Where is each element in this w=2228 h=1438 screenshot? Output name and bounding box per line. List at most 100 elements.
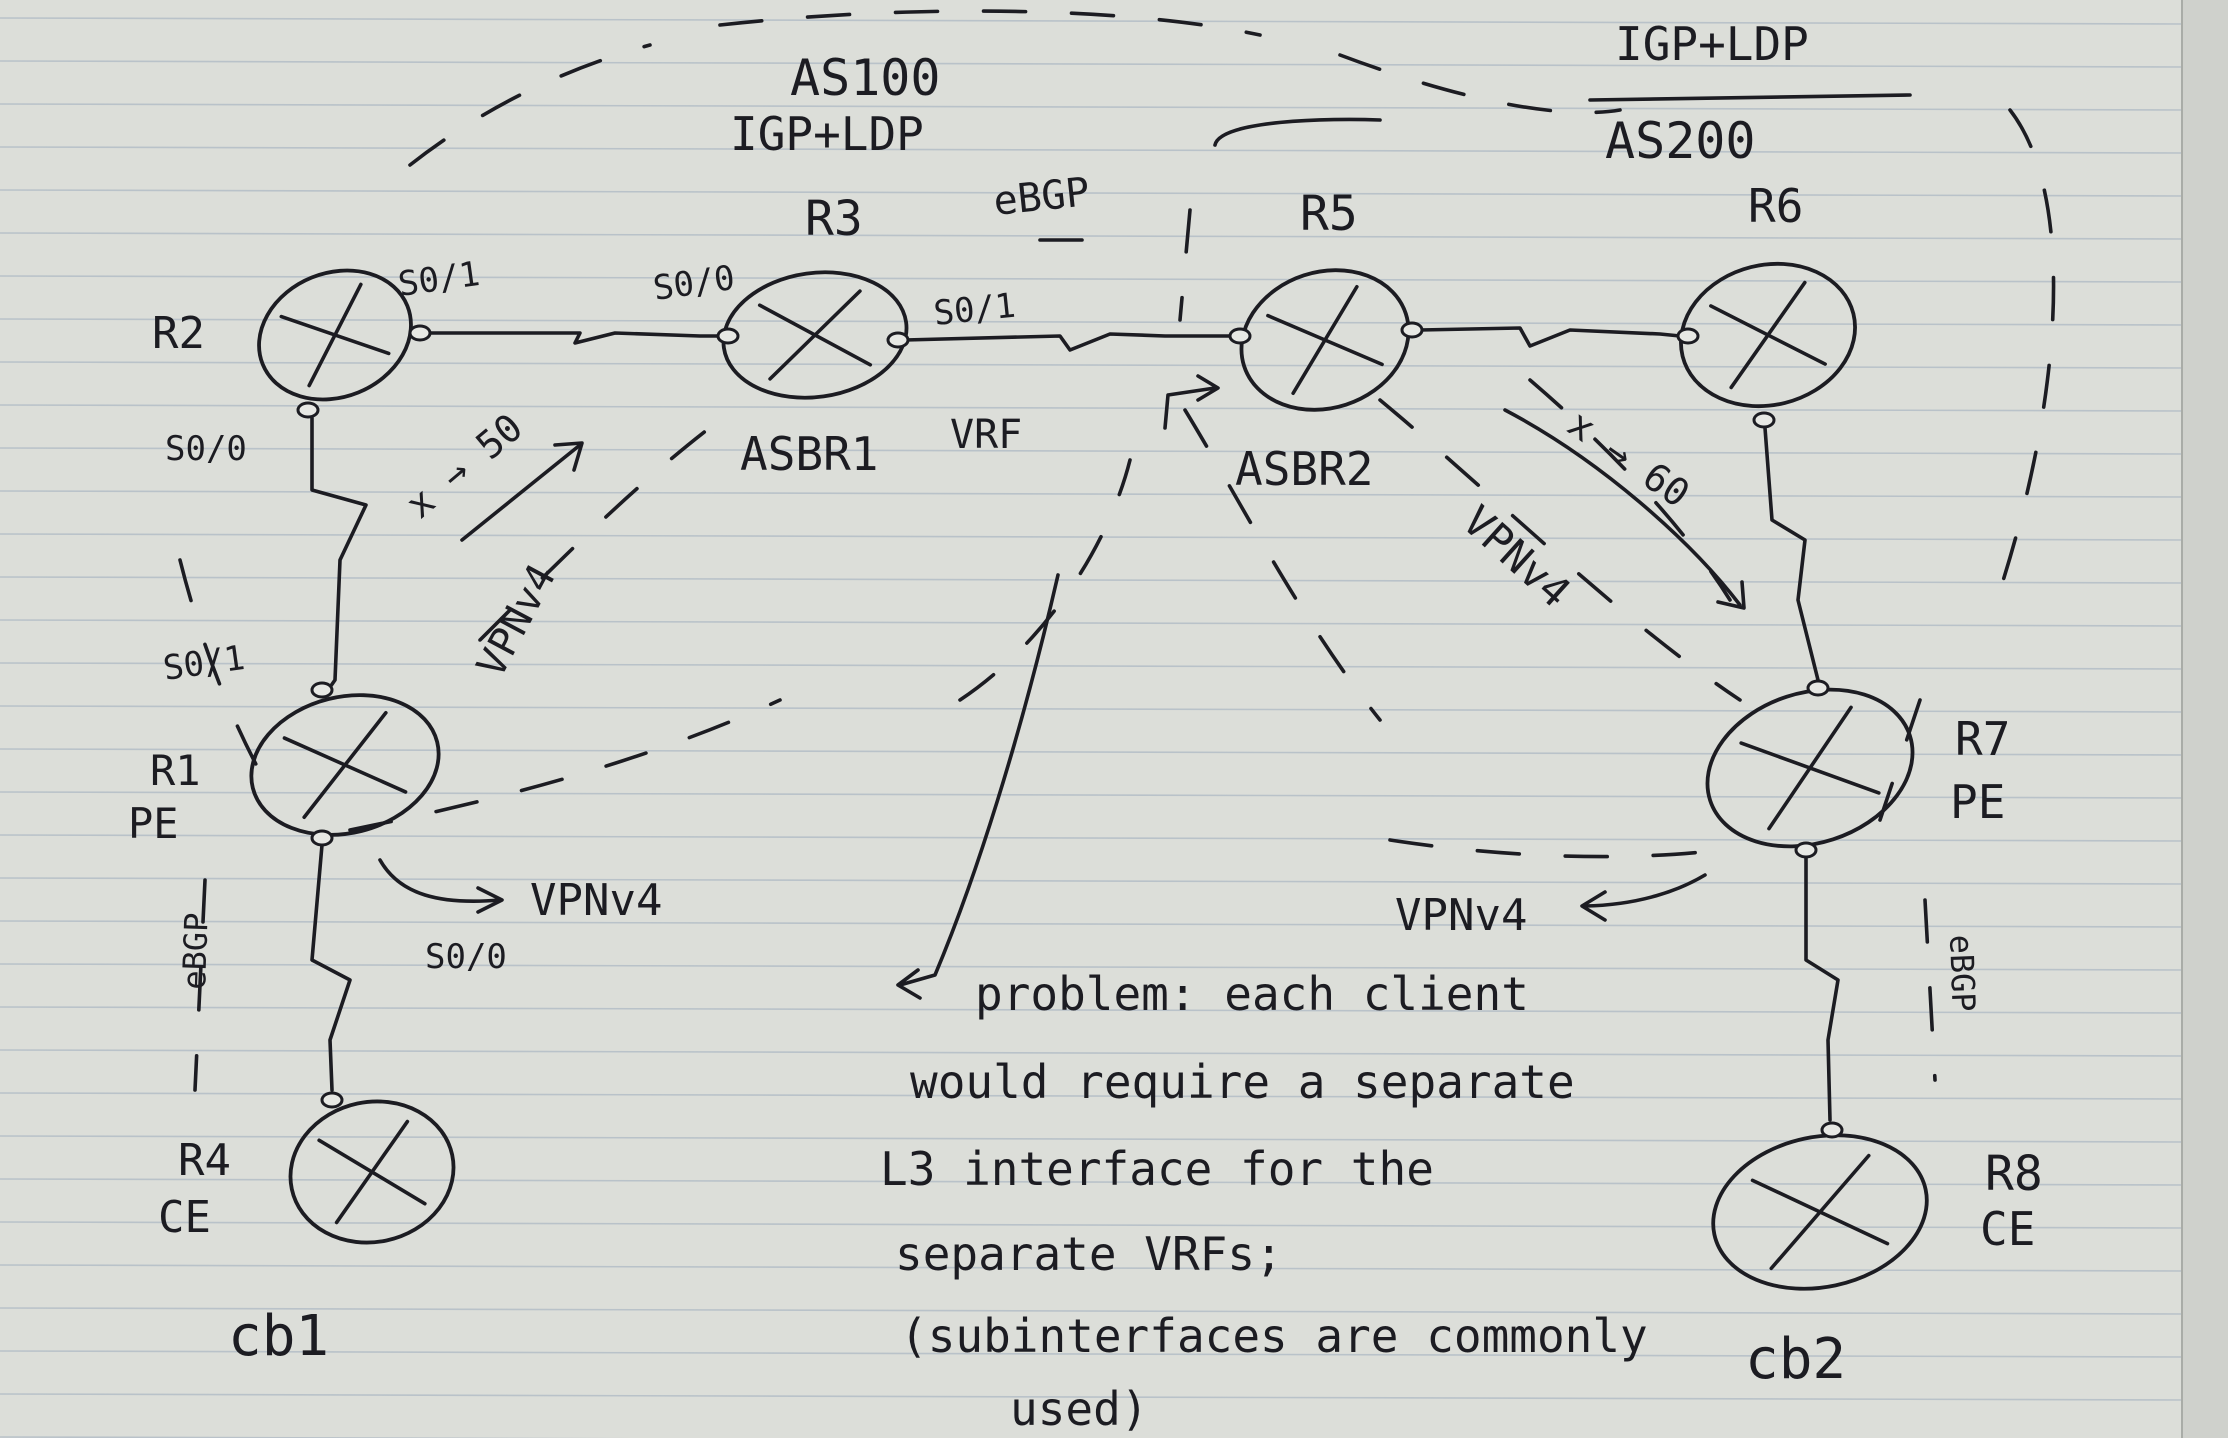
ruled-line xyxy=(0,1092,2183,1100)
router-x-icon xyxy=(317,1119,427,1225)
note-line-6: used) xyxy=(1010,1382,1148,1436)
routers xyxy=(249,261,1929,1291)
router-x-icon xyxy=(1266,284,1384,396)
router-label-r6: R6 xyxy=(1748,179,1803,233)
x-to-50-arrow xyxy=(460,443,582,542)
router-r5 xyxy=(1239,268,1411,412)
link-r1-r4 xyxy=(310,843,352,1092)
ruled-line xyxy=(0,1307,2183,1315)
interface-r3-s01: S0/1 xyxy=(932,286,1018,334)
ruled-line xyxy=(0,1393,2183,1401)
interface-r2-s00: S0/0 xyxy=(165,429,247,469)
ruled-line xyxy=(0,318,2183,326)
as200-protocols: IGP+LDP xyxy=(1615,17,1809,71)
ruled-line xyxy=(0,834,2183,842)
router-x-icon xyxy=(282,710,408,820)
note-line-1: problem: each client xyxy=(975,967,1529,1021)
interface-r1-s00: S0/0 xyxy=(425,937,507,977)
customer-cb2: cb2 xyxy=(1745,1327,1846,1392)
ruled-line xyxy=(0,146,2183,154)
link-r7-r8 xyxy=(1804,850,1840,1122)
vpnv4-r7-arrow xyxy=(1583,873,1707,908)
note-line-1-text: problem: each client xyxy=(975,967,1529,1021)
links xyxy=(310,326,1840,1122)
ruled-line xyxy=(0,1264,2183,1272)
note-line-2: would require a separate xyxy=(910,1055,1575,1109)
problem-note: problem: each client would require a sep… xyxy=(880,967,1648,1436)
interface-port-icon xyxy=(1676,327,1700,345)
label-vrf: VRF xyxy=(950,412,1022,458)
router-label-r2: R2 xyxy=(152,308,205,359)
ruled-line xyxy=(0,447,2183,455)
link-r5-r6 xyxy=(1418,326,1682,348)
label-vpnv4-r1: VPNv4 xyxy=(530,875,662,926)
router-x-icon xyxy=(757,289,873,381)
link-r6-r7 xyxy=(1763,426,1820,682)
router-role-r5: ASBR2 xyxy=(1235,442,1373,496)
router-r8 xyxy=(1711,1133,1929,1291)
interface-port-icon xyxy=(1752,411,1776,429)
ruled-line xyxy=(0,533,2183,541)
ruled-line xyxy=(0,1006,2183,1014)
router-r6 xyxy=(1679,261,1857,409)
router-body xyxy=(1705,687,1915,849)
router-label-r3: R3 xyxy=(805,191,863,247)
dashed-boundaries xyxy=(178,9,2056,1092)
as100-name: AS100 xyxy=(790,49,941,107)
router-body xyxy=(721,270,909,400)
router-label-r1: R1 xyxy=(150,746,201,795)
router-role-r4: CE xyxy=(158,1192,211,1243)
ruled-line xyxy=(0,189,2183,197)
label-ebgp-right: eBGP xyxy=(1942,934,1983,1012)
ruled-line xyxy=(0,275,2183,283)
interface-port-icon xyxy=(320,1091,344,1109)
ruled-line xyxy=(0,1178,2183,1186)
label-vpnv4-r7: VPNv4 xyxy=(1395,890,1527,941)
ruled-line xyxy=(0,791,2183,799)
router-label-r8: R8 xyxy=(1985,1146,2043,1202)
router-body xyxy=(1711,1133,1929,1291)
ruled-line xyxy=(0,877,2183,885)
ruled-line xyxy=(0,576,2183,584)
router-role-r1: PE xyxy=(128,799,179,848)
note-line-5: (subinterfaces are commonly xyxy=(900,1309,1648,1363)
ruled-line xyxy=(0,920,2183,928)
router-body xyxy=(1679,261,1857,409)
router-r7 xyxy=(1705,687,1915,849)
router-x-icon xyxy=(1739,705,1881,831)
as200-name: AS200 xyxy=(1605,112,1756,170)
link-r2-r1 xyxy=(310,416,368,692)
router-label-r5: R5 xyxy=(1300,186,1358,242)
router-label-r4: R4 xyxy=(178,1135,231,1186)
ruled-line xyxy=(0,60,2183,68)
interface-port-icon xyxy=(310,829,334,847)
interface-port-icon xyxy=(1228,327,1252,345)
router-r1 xyxy=(249,693,441,837)
note-pointer-arrow xyxy=(898,573,1060,987)
interface-port-icon xyxy=(408,324,432,342)
ruled-line xyxy=(0,103,2183,111)
router-body xyxy=(288,1099,456,1245)
ruled-line xyxy=(0,232,2183,240)
router-body xyxy=(1239,268,1411,412)
note-line-3: L3 interface for the xyxy=(880,1142,1434,1196)
label-ebgp-top: eBGP xyxy=(991,169,1092,225)
label-ebgp-left: eBGP xyxy=(175,912,216,990)
as100-protocols: IGP+LDP xyxy=(730,107,924,161)
interface-port-icon xyxy=(1794,841,1818,859)
router-label-r7: R7 xyxy=(1955,712,2010,766)
ruled-line xyxy=(0,1049,2183,1057)
interface-port-icon xyxy=(310,681,334,699)
ruled-line xyxy=(0,662,2183,670)
link-r3-r5 xyxy=(903,332,1234,352)
router-x-icon xyxy=(279,282,391,388)
arrows xyxy=(378,374,1746,1000)
ruled-line xyxy=(0,361,2183,369)
ruled-line xyxy=(0,1350,2183,1358)
router-x-icon xyxy=(1709,280,1827,390)
router-body xyxy=(249,693,441,837)
vrf-arrow xyxy=(1163,386,1217,430)
router-role-r8: CE xyxy=(1980,1202,2035,1256)
